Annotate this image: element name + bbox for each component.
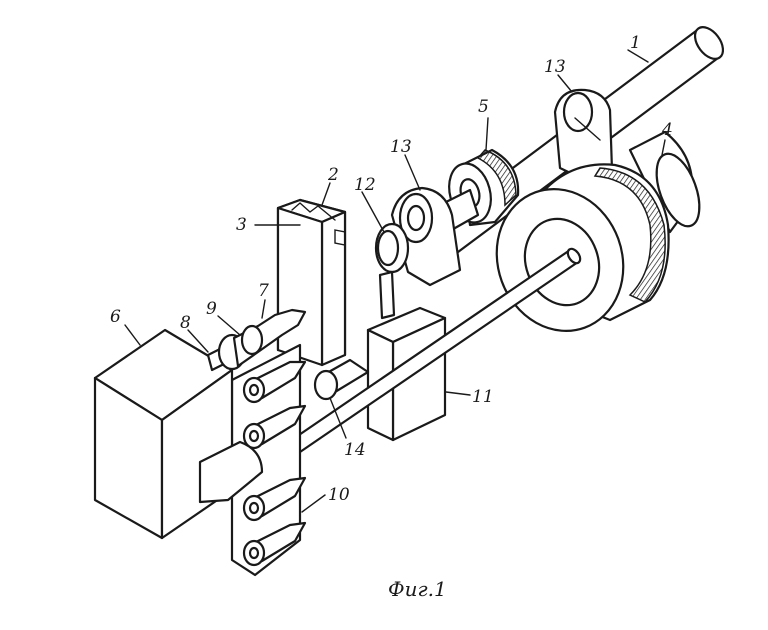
spindle-8-9-7 [206,308,307,372]
tool-14 [313,358,370,401]
label-11: 11 [472,387,494,407]
leader-lines [124,49,666,513]
label-5: 5 [478,97,489,117]
label-2: 2 [327,165,339,185]
label-9: 9 [206,299,217,319]
bearing-13-lower [390,186,462,287]
strip-part [242,360,307,404]
label-10: 10 [328,485,350,505]
figure-caption: Фиг.1 [388,577,447,601]
label-3: 3 [236,215,247,235]
label-4: 4 [661,120,673,140]
label-8: 8 [180,313,191,333]
drum-4 [628,130,701,234]
label-12: 12 [354,175,376,195]
gripper-head [198,440,264,504]
label-7: 7 [258,281,269,301]
bearing-13-upper [553,88,614,182]
strip-part [242,521,307,567]
strip-part [242,476,307,522]
label-13-lower: 13 [390,137,412,157]
box-6 [93,328,234,540]
label-1: 1 [630,33,641,53]
label-13-upper: 13 [544,57,566,77]
label-14: 14 [344,440,366,460]
spindle-12 [374,222,410,320]
label-6: 6 [110,307,121,327]
strip-part [242,404,307,450]
